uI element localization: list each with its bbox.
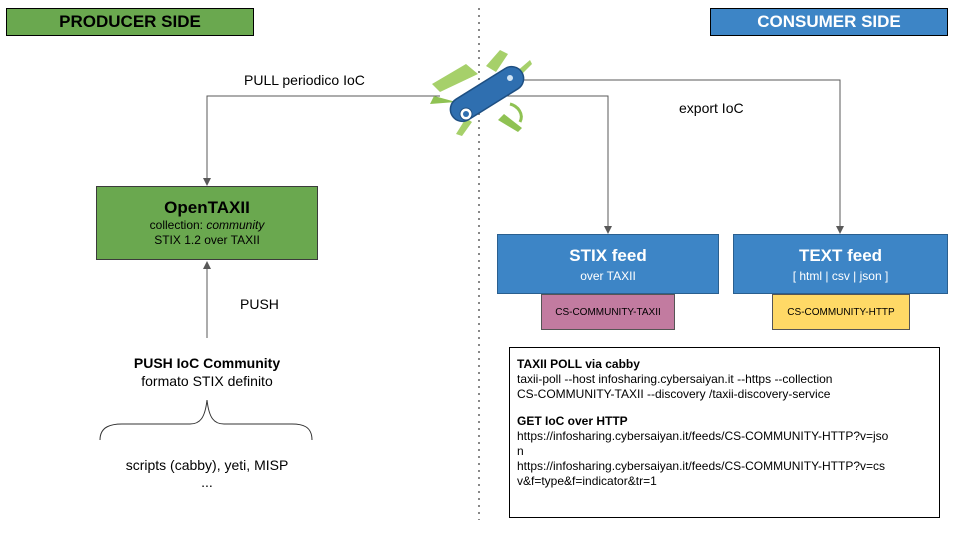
push-sources-more: ... <box>201 474 213 490</box>
opentaxii-collection: collection: community <box>149 218 265 232</box>
pull-label: PULL periodico IoC <box>244 72 365 88</box>
opentaxii-box: OpenTAXII collection: community STIX 1.2… <box>96 186 318 260</box>
opentaxii-protocol: STIX 1.2 over TAXII <box>154 233 260 247</box>
cs-community-http-tag: CS-COMMUNITY-HTTP <box>772 294 910 330</box>
push-community-title: PUSH IoC Community <box>133 355 281 371</box>
swiss-army-knife-icon <box>430 50 532 136</box>
opentaxii-title: OpenTAXII <box>164 198 250 217</box>
export-text-arrow <box>520 79 844 234</box>
push-label: PUSH <box>240 296 279 312</box>
usage-info-box: TAXII POLL via cabby taxii-poll --host i… <box>509 347 940 518</box>
cs-community-taxii-tag: CS-COMMUNITY-TAXII <box>541 294 675 330</box>
http-csv-url-line1: https://infosharing.cybersaiyan.it/feeds… <box>517 459 886 473</box>
text-feed-subtitle: [ html | csv | json ] <box>792 268 889 283</box>
http-json-url-line2: n <box>517 444 524 458</box>
sources-brace <box>99 399 313 441</box>
stix-feed-subtitle: over TAXII <box>580 268 636 283</box>
text-feed-box: TEXT feed [ html | csv | json ] <box>733 234 948 294</box>
taxii-poll-command-line1: taxii-poll --host infosharing.cybersaiya… <box>517 372 833 386</box>
http-csv-url-line2: v&f=type&f=indicator&tr=1 <box>517 474 657 488</box>
stix-feed-title: STIX feed <box>569 245 647 265</box>
push-sources: scripts (cabby), yeti, MISP ... <box>60 456 354 490</box>
push-community-block: PUSH IoC Community formato STIX definito <box>60 354 354 390</box>
consumer-side-header: CONSUMER SIDE <box>710 8 948 36</box>
push-community-subtitle: formato STIX definito <box>141 373 273 389</box>
http-json-url-line1: https://infosharing.cybersaiyan.it/feeds… <box>517 429 889 443</box>
pull-arrow <box>203 95 440 186</box>
producer-side-header: PRODUCER SIDE <box>6 8 254 36</box>
export-label: export IoC <box>679 100 744 116</box>
taxii-poll-heading: TAXII POLL via cabby <box>517 357 640 371</box>
export-stix-arrow <box>500 95 612 234</box>
push-sources-list: scripts (cabby), yeti, MISP <box>125 457 289 473</box>
text-feed-title: TEXT feed <box>798 245 883 265</box>
http-get-heading: GET IoC over HTTP <box>517 414 628 428</box>
taxii-poll-command-line2: CS-COMMUNITY-TAXII --discovery /taxii-di… <box>517 387 831 401</box>
stix-feed-box: STIX feed over TAXII <box>497 234 719 294</box>
